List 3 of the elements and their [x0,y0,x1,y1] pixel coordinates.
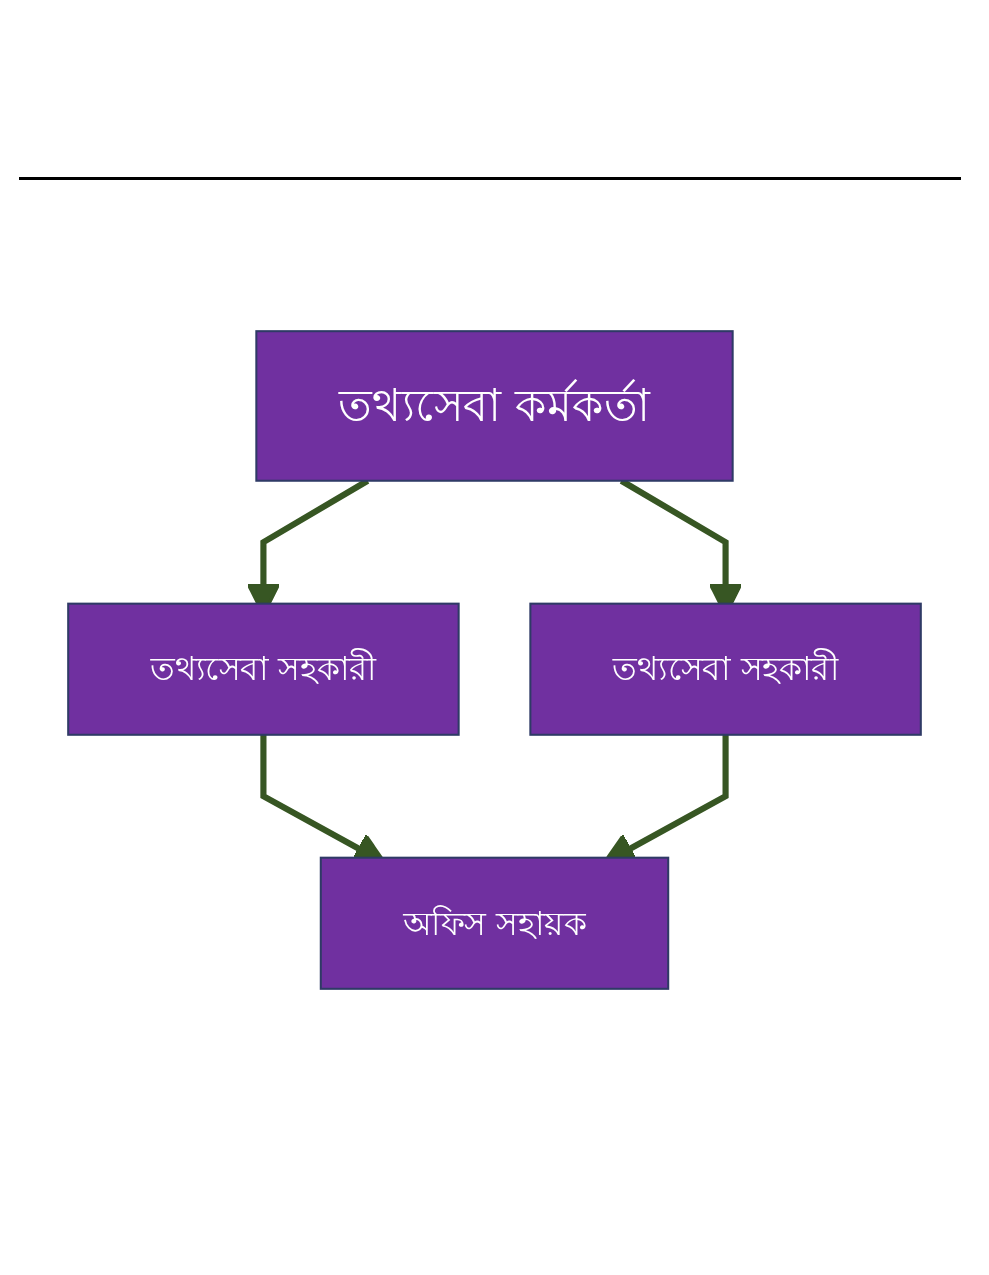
node-box: তথ্যসেবা সহকারী [529,602,922,736]
node-box: তথ্যসেবা সহকারী [67,602,460,736]
node-box: অফিস সহায়ক [319,856,670,990]
